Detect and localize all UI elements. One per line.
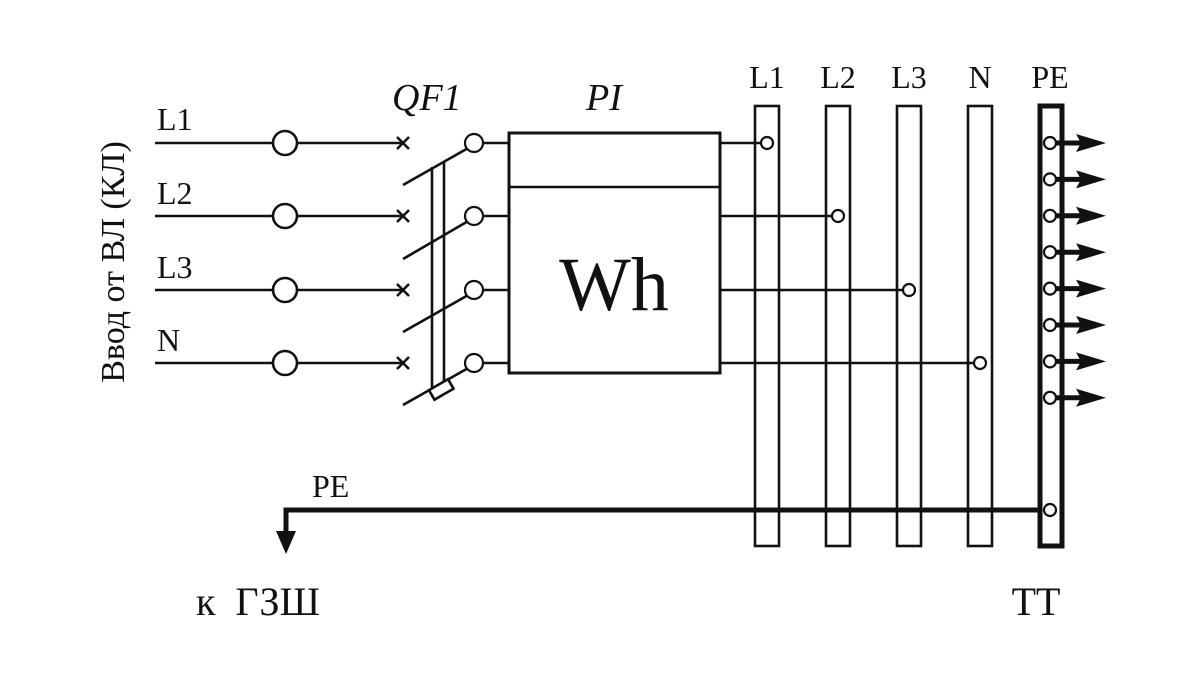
meter-to-busbar-connections bbox=[720, 135, 988, 371]
pe-output-1 bbox=[1042, 134, 1106, 152]
breaker-label: QF1 bbox=[392, 77, 462, 119]
ground-bus-label: к ГЗШ bbox=[196, 579, 320, 624]
breaker-terminal-icon bbox=[463, 132, 485, 154]
arrow-right-icon bbox=[1076, 134, 1106, 152]
input-terminal-icon bbox=[271, 202, 299, 230]
pe-terminal-icon bbox=[1042, 390, 1058, 405]
meter-symbol: Wh bbox=[559, 243, 669, 327]
arrow-right-icon bbox=[1076, 206, 1106, 225]
meter-label: PI bbox=[585, 77, 624, 119]
input-source-label: Ввод от ВЛ (КЛ) bbox=[95, 141, 132, 383]
input-terminal-icon bbox=[271, 276, 299, 304]
input-conductor-l2 bbox=[155, 202, 403, 230]
input-conductor-l3 bbox=[155, 276, 403, 304]
input-conductor-n bbox=[155, 349, 403, 377]
input-line-label-l3: L3 bbox=[157, 249, 193, 285]
breaker-release-icon bbox=[427, 377, 456, 402]
pe-terminal-icon bbox=[1042, 245, 1058, 260]
arrow-right-icon bbox=[1076, 352, 1106, 371]
busbar-label-n: N bbox=[968, 59, 991, 95]
circuit-breaker-qf1 bbox=[396, 132, 509, 407]
pe-ground-tap-icon bbox=[1042, 502, 1058, 518]
pe-terminal-icon bbox=[1042, 135, 1058, 151]
pe-output-4 bbox=[1042, 243, 1106, 262]
input-line-label-l1: L1 bbox=[157, 101, 193, 137]
busbar-l3 bbox=[895, 104, 923, 548]
breaker-terminal-icon bbox=[463, 205, 485, 227]
input-terminal-icon bbox=[271, 349, 299, 377]
arrow-right-icon bbox=[1076, 388, 1106, 407]
busbar-label-l3: L3 bbox=[891, 59, 927, 95]
busbar-tap-icon bbox=[759, 135, 775, 151]
pe-output-2 bbox=[1042, 170, 1106, 189]
busbar-label-l1: L1 bbox=[749, 59, 785, 95]
arrow-right-icon bbox=[1076, 316, 1106, 334]
energy-meter-pi: Wh bbox=[507, 131, 722, 375]
busbar-label-l2: L2 bbox=[820, 59, 856, 95]
busbar-l2 bbox=[824, 104, 852, 548]
pe-terminal-icon bbox=[1042, 281, 1058, 296]
pe-outputs bbox=[1042, 134, 1106, 407]
pe-ground-conductor bbox=[276, 507, 1044, 554]
pe-conductor-label: PE bbox=[312, 468, 349, 504]
arrow-right-icon bbox=[1076, 243, 1106, 262]
busbar-n bbox=[966, 104, 994, 548]
earthing-system-label: TT bbox=[1012, 579, 1061, 624]
input-conductor-l1 bbox=[155, 129, 403, 157]
input-line-label-l2: L2 bbox=[157, 175, 193, 211]
pe-output-6 bbox=[1042, 316, 1106, 334]
pe-output-7 bbox=[1042, 352, 1106, 371]
pe-terminal-icon bbox=[1042, 172, 1058, 187]
pe-output-8 bbox=[1042, 388, 1106, 407]
input-line-label-n: N bbox=[157, 322, 180, 358]
breaker-contact-x-icon bbox=[396, 136, 410, 370]
busbar-l1 bbox=[753, 104, 781, 548]
pe-output-3 bbox=[1042, 206, 1106, 225]
breaker-terminal-icon bbox=[463, 352, 485, 374]
busbar-tap-icon bbox=[830, 208, 846, 224]
pe-output-5 bbox=[1042, 279, 1106, 298]
pe-terminal-icon bbox=[1042, 317, 1058, 333]
arrow-right-icon bbox=[1076, 279, 1106, 298]
breaker-terminal-icon bbox=[463, 279, 485, 301]
busbar-tap-icon bbox=[972, 355, 988, 371]
busbar-tap-icon bbox=[901, 282, 917, 298]
busbar-label-pe: PE bbox=[1031, 59, 1068, 95]
pe-terminal-icon bbox=[1042, 208, 1058, 223]
arrow-right-icon bbox=[1076, 170, 1106, 189]
pe-terminal-icon bbox=[1042, 354, 1058, 369]
arrow-down-icon bbox=[276, 531, 296, 554]
input-terminal-icon bbox=[271, 129, 299, 157]
